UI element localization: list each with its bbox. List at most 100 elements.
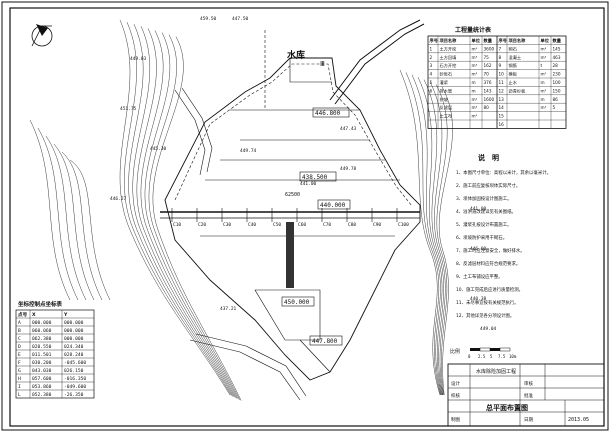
table-cell: 150 [553, 88, 561, 93]
table-cell: I [18, 384, 21, 390]
note-line: 1、本图尺寸单位：高程以米计，其余以毫米计。 [456, 169, 551, 176]
chainage-label: C70 [323, 222, 331, 228]
table-cell: m³ [472, 63, 478, 68]
table-cell: 026.150 [64, 368, 84, 374]
table-cell: -26.350 [64, 392, 84, 398]
quantity-table-title: 工程量统计表 [455, 26, 492, 34]
contour-elevation-label: 449.74 [240, 148, 257, 154]
table-cell: G [18, 368, 21, 374]
table-cell: -045.600 [64, 360, 86, 366]
scale-tick: 7.5 [498, 354, 506, 359]
table-cell: m³ [472, 55, 478, 60]
notes-title: 说 明 [478, 153, 499, 162]
contour-elevation-label: 449.78 [340, 166, 357, 172]
note-line: 8、反滤层材料应符合规范要求。 [456, 260, 520, 267]
contour-line [124, 22, 232, 396]
table-cell: 028.240 [64, 352, 84, 358]
contour-line [132, 26, 235, 398]
notes-block: 说 明 1、本图尺寸单位：高程以米计，其余以毫米计。 2、施工前应复核坝体实际尺寸… [456, 153, 551, 319]
table-cell: 143 [484, 88, 492, 93]
table-cell: 230 [553, 72, 561, 77]
table-header-cell: 项目名称 [509, 37, 527, 44]
table-header-cell: X [32, 312, 36, 318]
table-header-cell: 数量 [484, 37, 493, 44]
table-cell: 石方开挖 [440, 62, 457, 69]
contour-elevation-label: 446.00 [470, 246, 487, 252]
table-cell: 020.550 [32, 344, 52, 350]
note-line: 2、施工前应复核坝体实际尺寸。 [456, 182, 520, 189]
chainage-label: C50 [273, 222, 281, 228]
table-cell: m³ [541, 105, 547, 110]
table-cell: 060.060 [32, 328, 52, 334]
table-cell: 057.600 [32, 376, 52, 382]
table-cell: 14 [499, 105, 505, 110]
table-cell: 80 [484, 105, 490, 110]
note-line: 12、其他详见各分项设计图。 [456, 312, 514, 319]
table-cell: 000.000 [64, 328, 84, 334]
table-header-cell: 单位 [472, 37, 481, 44]
dam-outline [160, 19, 425, 381]
table-header-cell: Y [63, 312, 68, 318]
contour-line [405, 72, 441, 396]
contour-line [128, 24, 233, 397]
table-cell: 75 [484, 55, 490, 60]
north-arrow-icon [31, 24, 53, 47]
contour-elevation-label: 449.04 [480, 326, 497, 332]
table-header-cell: 点号 [18, 311, 28, 318]
contour-lines [29, 19, 453, 401]
table-cell: 145 [553, 46, 561, 51]
table-cell: 砌石 [509, 45, 517, 52]
table-cell: 止水 [509, 79, 518, 85]
contour-line [399, 69, 441, 396]
place-label: 水库 [287, 49, 305, 61]
spillway-channel [286, 222, 294, 288]
table-cell: m² [541, 88, 547, 93]
sheet-date: 2013.05 [568, 417, 589, 423]
contour-line [429, 81, 446, 396]
roman-mark: Ⅲ [320, 60, 325, 68]
level-label: 446.800 [315, 110, 341, 117]
table-cell: m [472, 80, 476, 85]
table-cell: 100 [553, 80, 561, 85]
table-cell: B [18, 328, 21, 334]
contour-line [148, 34, 241, 401]
table-cell: 6 [430, 88, 433, 93]
table-cell: 376 [484, 80, 492, 85]
scale-tick: 2.5 [478, 354, 486, 359]
scale-label: 比例 [450, 348, 460, 355]
table-cell: L [18, 392, 21, 398]
table-cell: m² [472, 114, 478, 119]
table-cell: 052.380 [32, 392, 52, 398]
scale-bar: 比例 0 2.5 5 7.5 10m [450, 347, 517, 359]
note-line: 11、未尽事宜按有关规范执行。 [456, 299, 519, 306]
tb-role: 批准 [524, 392, 533, 399]
table-header-cell: 序号 [499, 37, 507, 44]
table-cell: 9 [499, 63, 502, 68]
contour-elevation-label: 445.30 [150, 146, 167, 152]
note-line: 5、灌浆孔按设计布置施工。 [456, 221, 511, 228]
contour-elevation-label: 451.75 [120, 106, 137, 112]
level-label: 438.500 [302, 174, 328, 181]
table-cell: H [18, 376, 21, 382]
sheet-name: 总平面布置图 [486, 403, 528, 412]
table-cell: m³ [472, 105, 478, 110]
tb-role: 制图 [451, 416, 460, 423]
table-cell: 70 [484, 72, 490, 77]
table-cell: 钢筋 [509, 62, 517, 69]
table-cell: 土工布 [440, 113, 453, 120]
contour-line [119, 19, 231, 396]
table-cell: 13 [499, 97, 505, 102]
elevation-marks: 446.800 440.000 438.500 450.000 447.800 … [281, 107, 351, 346]
tb-role: 校核 [451, 392, 460, 399]
table-cell: 011.501 [32, 352, 52, 358]
table-cell: 反滤层 [440, 104, 453, 111]
contour-line [144, 32, 239, 400]
table-cell: m³ [541, 46, 547, 51]
table-cell: 162 [484, 63, 492, 68]
contour-line [140, 30, 238, 399]
table-cell: 7 [499, 46, 502, 51]
